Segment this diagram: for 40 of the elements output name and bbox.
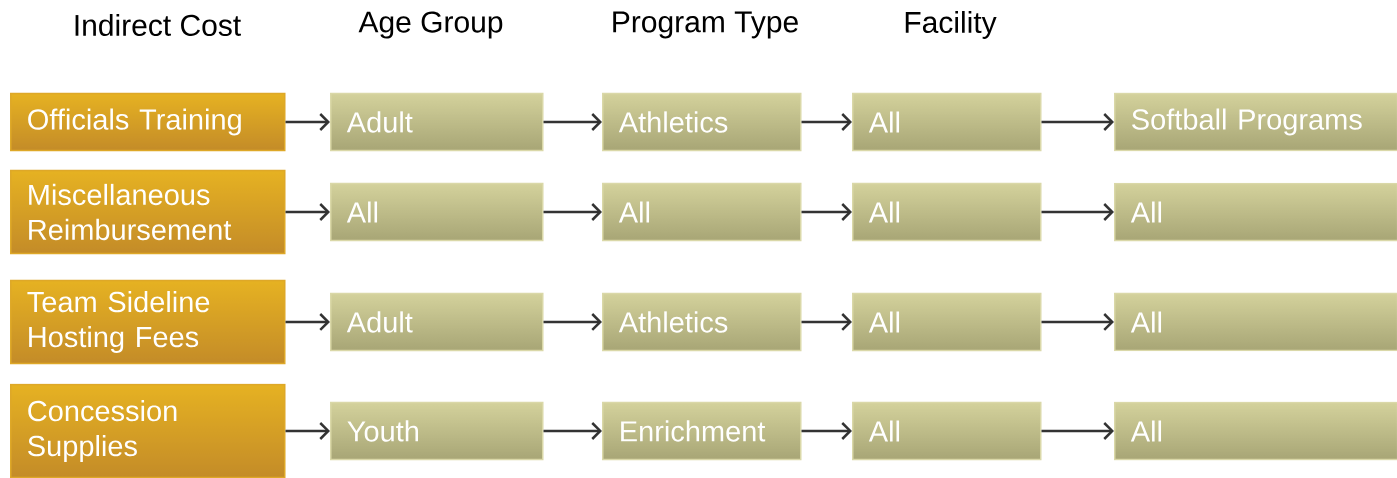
arrow: [801, 113, 852, 131]
column-heading: Facility: [905, 11, 997, 39]
arrow: [285, 203, 330, 221]
category-box: Team Sideline Hosting Fees: [10, 279, 286, 365]
value-box: Softball Programs: [1114, 92, 1397, 152]
column-heading: Indirect Cost: [75, 14, 241, 36]
category-box: Miscellaneous Reimbursement: [10, 169, 286, 255]
arrow: [1041, 422, 1114, 440]
arrow: [801, 203, 852, 221]
value-box: Adult: [330, 292, 544, 352]
value-box: Athletics: [602, 292, 802, 352]
category-box: Concession Supplies: [10, 383, 286, 478]
value-box: All: [1114, 401, 1397, 461]
arrow: [285, 113, 330, 131]
value-box: All: [1114, 182, 1397, 242]
arrow: [1041, 203, 1114, 221]
arrow: [1041, 113, 1114, 131]
value-box: Youth: [330, 401, 544, 461]
value-box: All: [330, 182, 544, 242]
value-box: All: [852, 401, 1042, 461]
category-box: Officials Training: [10, 92, 286, 152]
arrow: [801, 422, 852, 440]
column-heading: Program Type: [613, 11, 798, 39]
arrow: [1041, 313, 1114, 331]
arrow: [543, 113, 602, 131]
arrow: [285, 313, 330, 331]
value-box: Adult: [330, 92, 544, 152]
column-heading: Age Group: [358, 11, 503, 39]
value-box: Enrichment: [602, 401, 802, 461]
arrow: [801, 313, 852, 331]
arrow: [285, 422, 330, 440]
value-box: All: [852, 92, 1042, 152]
arrow: [543, 422, 602, 440]
arrow: [543, 313, 602, 331]
value-box: All: [852, 292, 1042, 352]
value-box: All: [1114, 292, 1397, 352]
value-box: Athletics: [602, 92, 802, 152]
arrow: [543, 203, 602, 221]
value-box: All: [852, 182, 1042, 242]
value-box: All: [602, 182, 802, 242]
